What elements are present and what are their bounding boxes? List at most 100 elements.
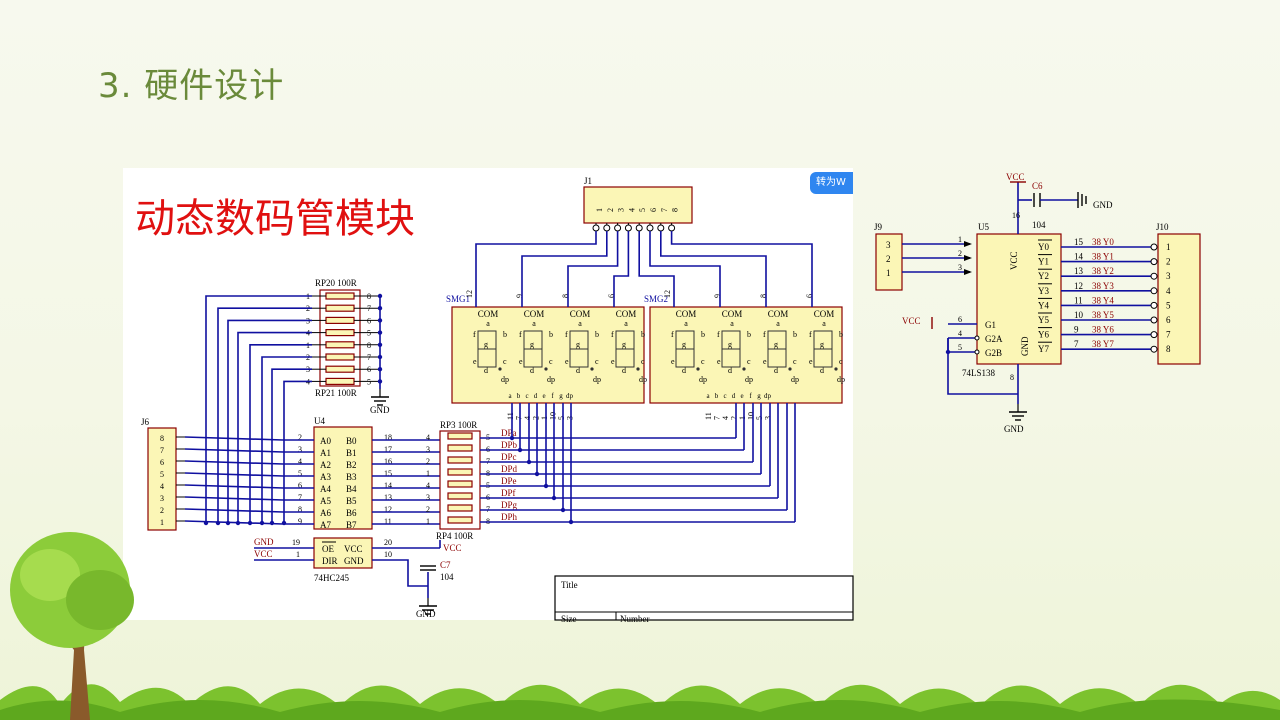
u5-in-pin: 2 <box>958 249 962 258</box>
seg-c-label: c <box>595 357 599 366</box>
j10-pin-circle <box>1150 345 1158 353</box>
u5-out-pin: 13 <box>1074 266 1084 276</box>
digit-dp-dot <box>696 367 700 371</box>
smg-com-pin: 9 <box>713 294 722 298</box>
j10-body <box>1157 233 1201 365</box>
smg2-body <box>649 306 843 404</box>
title-block-number: Number <box>620 614 650 624</box>
u4-dir-label: DIR <box>322 556 338 566</box>
j10-pin-circle <box>1150 243 1158 251</box>
dp-net-label: DPb <box>501 440 518 450</box>
u4-b-label: B5 <box>346 496 357 506</box>
smg-bottom-pin: 10 <box>549 412 558 420</box>
u5-out-label: Y5 <box>1038 315 1049 325</box>
seg-junction <box>560 507 566 513</box>
smg-bottom-letter: g <box>757 392 761 400</box>
smg-com-label: COM <box>570 309 591 319</box>
smg-bottom-pin: 4 <box>721 416 730 420</box>
vcc-label: VCC <box>443 543 462 553</box>
digit-dp-dot <box>788 367 792 371</box>
j10-pin-circle <box>1150 272 1158 280</box>
resistor <box>447 516 473 524</box>
j1-com-wire <box>475 231 597 307</box>
seg-c-label: c <box>549 357 553 366</box>
smg-bottom-letter: d <box>732 392 736 400</box>
seg-d-label: d <box>820 366 824 375</box>
u5-out-label: Y3 <box>1038 286 1049 296</box>
j6-ref: J6 <box>141 417 150 427</box>
j1-pin-circle <box>668 224 676 232</box>
u4-left-pin: 7 <box>298 493 302 502</box>
j6-u4-wire <box>184 484 284 489</box>
j10-pin-circle <box>1150 258 1158 266</box>
j10-pin-circle <box>1150 287 1158 295</box>
convert-badge[interactable]: 转为W <box>810 172 853 194</box>
module-title: 动态数码管模块 <box>135 196 415 242</box>
seg-f-label: f <box>717 330 720 339</box>
j10-pin: 8 <box>1166 344 1171 354</box>
j10-pin: 6 <box>1166 315 1171 325</box>
smg-com-pin: 9 <box>515 294 524 298</box>
seg-d-label: d <box>728 366 732 375</box>
rp3-left-pin: 2 <box>426 457 430 466</box>
tree-decoration <box>10 532 134 720</box>
smg-bottom-letter: f <box>551 392 554 400</box>
smg-com-label: COM <box>478 309 499 319</box>
u5-vcc-pin-label: VCC <box>1009 251 1019 270</box>
u4-gnd-pin: 10 <box>384 550 392 559</box>
resistor <box>447 456 473 464</box>
j1-pin-label: 7 <box>660 208 669 212</box>
seg-f-label: f <box>809 330 812 339</box>
u4-vcc-label: VCC <box>344 544 363 554</box>
rp-right-pin: 6 <box>367 365 371 374</box>
u5-out-label: Y0 <box>1038 242 1049 252</box>
j1-com-wire <box>670 231 813 307</box>
seg-g-label: g <box>576 340 580 349</box>
u4-b-label: B7 <box>346 520 357 530</box>
smg-com-pin: 12 <box>663 290 672 298</box>
digit-dp-dot <box>544 367 548 371</box>
u5-in-pin: 3 <box>958 263 962 272</box>
u4-left-pin: 3 <box>298 445 302 454</box>
j1-pin-label: 5 <box>638 208 647 212</box>
j1-pin-circle <box>657 224 665 232</box>
rp20-label: RP20 100R <box>315 278 357 288</box>
u4-b-label: B3 <box>346 472 357 482</box>
j1-com-wire <box>649 231 721 307</box>
rp3-rp4-body <box>439 430 481 530</box>
j9-pin: 3 <box>886 240 891 250</box>
j1-ref: J1 <box>584 176 592 186</box>
seg-e-label: e <box>473 357 477 366</box>
u5-out-label: Y4 <box>1038 300 1049 310</box>
title-block <box>554 575 854 621</box>
j1-pin-label: 8 <box>671 208 680 212</box>
smg-bottom-pin: 2 <box>532 416 541 420</box>
j6-pin: 3 <box>160 494 164 503</box>
u5-en-gnd-wire <box>947 338 1018 395</box>
y-net-label: 38 Y1 <box>1092 252 1114 262</box>
u5-out-label: Y1 <box>1038 257 1049 267</box>
j1-pin-circle <box>614 224 622 232</box>
u4-left-pin: 8 <box>298 505 302 514</box>
seg-d-label: d <box>682 366 686 375</box>
j1-com-wire <box>638 231 675 307</box>
u4-oe-pin: 19 <box>292 538 300 547</box>
rp-right-pin: 5 <box>367 329 371 338</box>
u4-right-pin: 18 <box>384 433 392 442</box>
smg-bottom-letter: dp <box>764 392 772 400</box>
u4-left-pin: 2 <box>298 433 302 442</box>
u4-a-label: A3 <box>320 472 331 482</box>
resistor <box>325 365 355 373</box>
seg-b-label: b <box>549 330 553 339</box>
j10-pin-circle <box>1150 316 1158 324</box>
j1-body <box>583 186 693 224</box>
digit-outline <box>813 330 833 368</box>
rp3-left-pin: 1 <box>426 517 430 526</box>
rp-right-pin: 5 <box>367 377 371 386</box>
resistor <box>325 341 355 349</box>
u5-out-pin: 7 <box>1074 339 1079 349</box>
smg-com-pin: 6 <box>607 294 616 298</box>
j1-pin-label: 6 <box>649 208 658 212</box>
resistor <box>325 377 355 385</box>
